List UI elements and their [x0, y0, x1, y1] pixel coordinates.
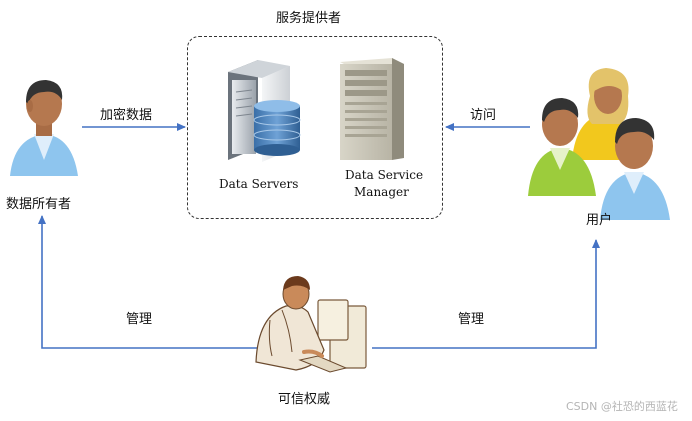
- edge-label-encrypt: 加密数据: [100, 108, 153, 123]
- edge-label-manage-right: 管理: [458, 312, 485, 327]
- users-label: 用户: [586, 213, 613, 228]
- data-server-icon: [228, 60, 301, 162]
- arrows: [38, 123, 600, 349]
- data-owner-label: 数据所有者: [6, 197, 72, 212]
- data-owner-icon: [10, 80, 78, 176]
- edge-label-access: 访问: [470, 108, 497, 123]
- dsm-label-line2: Manager: [354, 185, 409, 199]
- edge-label-manage-left: 管理: [126, 312, 153, 327]
- data-service-manager-icon: [340, 58, 404, 160]
- data-servers-label: Data Servers: [219, 177, 299, 191]
- arrow-authority-to-users: [372, 239, 600, 349]
- watermark: CSDN @社恐的西蓝花: [566, 400, 678, 413]
- trusted-authority-icon: [255, 276, 367, 373]
- provider-title: 服务提供者: [276, 11, 342, 26]
- dsm-label-line1: Data Service: [345, 168, 424, 182]
- trusted-authority-label: 可信权威: [278, 392, 331, 407]
- arrow-authority-to-owner: [38, 215, 258, 349]
- users-icon: [528, 68, 670, 220]
- service-provider-box: [187, 36, 443, 219]
